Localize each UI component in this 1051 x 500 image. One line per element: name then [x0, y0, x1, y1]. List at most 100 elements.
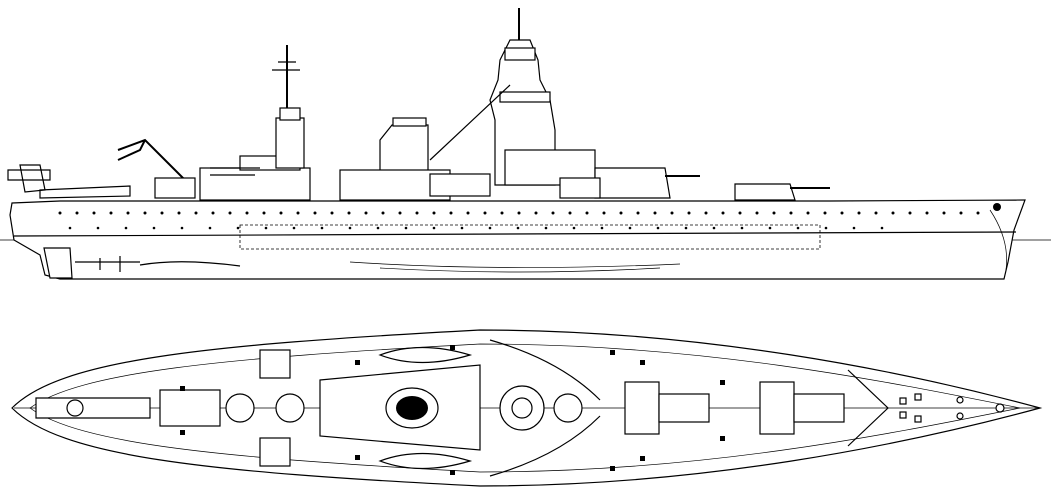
aa-mount-port-aft — [259, 349, 291, 379]
porthole — [180, 226, 184, 230]
funnel-plan — [396, 396, 428, 420]
aft-director-plan — [225, 393, 255, 423]
tower-bridge — [499, 91, 551, 103]
crane-base — [154, 177, 196, 199]
porthole — [313, 211, 317, 215]
porthole — [96, 226, 100, 230]
sweep-arc-port — [489, 339, 601, 401]
porthole — [211, 211, 215, 215]
stern-catapult-pivot — [66, 399, 84, 417]
turret-b-plan — [624, 381, 660, 435]
armor-belt-outline — [239, 224, 821, 250]
aa-mount-starboard-aft — [259, 437, 291, 467]
porthole — [466, 211, 470, 215]
deck-fitting — [450, 470, 455, 475]
bow-breakwater — [847, 369, 889, 447]
porthole — [852, 226, 856, 230]
porthole — [600, 226, 604, 230]
stern-catapult — [7, 169, 51, 181]
aft-aa-gun — [210, 167, 260, 176]
aft-aircraft-frame — [19, 164, 46, 193]
porthole — [264, 226, 268, 230]
porthole-row — [58, 211, 980, 230]
porthole — [483, 211, 487, 215]
porthole — [517, 211, 521, 215]
porthole — [432, 211, 436, 215]
porthole — [460, 226, 464, 230]
porthole — [330, 211, 334, 215]
porthole — [124, 226, 128, 230]
stern-catapult-plan — [35, 397, 151, 419]
boot-topping-line — [13, 231, 1017, 237]
aft-tower — [275, 117, 305, 169]
deck-fitting — [355, 360, 360, 365]
porthole — [656, 226, 660, 230]
sweep-arc-starboard — [489, 415, 601, 477]
porthole — [516, 226, 520, 230]
boat-port — [378, 346, 473, 364]
underwater-hull-line — [349, 261, 681, 268]
funnel-surround — [385, 387, 439, 429]
porthole — [976, 211, 980, 215]
turret-b — [594, 167, 671, 199]
porthole — [602, 211, 606, 215]
deck-fitting — [610, 350, 615, 355]
hawse-hole — [993, 203, 1001, 211]
porthole — [544, 226, 548, 230]
porthole — [959, 211, 963, 215]
porthole — [789, 211, 793, 215]
porthole — [488, 226, 492, 230]
porthole — [152, 226, 156, 230]
porthole — [228, 211, 232, 215]
deck-fitting — [180, 386, 185, 391]
hull-side — [9, 199, 1026, 280]
rangefinder-top — [504, 47, 536, 61]
porthole — [381, 211, 385, 215]
porthole — [177, 211, 181, 215]
anchor-gear — [899, 393, 1005, 423]
deck-fitting — [720, 380, 725, 385]
aft-director — [279, 107, 301, 121]
secondary-mount-1 — [559, 177, 601, 199]
porthole — [619, 211, 623, 215]
deck-fitting — [720, 436, 725, 441]
porthole — [143, 211, 147, 215]
porthole — [551, 211, 555, 215]
porthole — [364, 211, 368, 215]
porthole — [58, 211, 62, 215]
deck-fitting — [180, 430, 185, 435]
porthole — [92, 211, 96, 215]
boat-starboard — [378, 452, 473, 470]
porthole — [415, 211, 419, 215]
deck-fitting — [610, 466, 615, 471]
porthole — [585, 211, 589, 215]
porthole — [376, 226, 380, 230]
porthole — [880, 226, 884, 230]
porthole — [449, 211, 453, 215]
forward-director-plan — [553, 393, 583, 423]
porthole — [721, 211, 725, 215]
porthole — [572, 226, 576, 230]
bilge-keel — [139, 261, 241, 267]
porthole — [687, 211, 691, 215]
aft-mast-yard — [272, 61, 300, 71]
forward-tower — [489, 39, 556, 186]
porthole — [636, 211, 640, 215]
porthole — [768, 226, 772, 230]
porthole — [296, 211, 300, 215]
deck-fittings — [180, 345, 725, 475]
porthole — [236, 226, 240, 230]
porthole — [534, 211, 538, 215]
porthole — [568, 211, 572, 215]
porthole — [194, 211, 198, 215]
aft-superstructure — [199, 167, 311, 201]
porthole — [874, 211, 878, 215]
forward-tower-core — [511, 397, 533, 419]
deck-fitting — [450, 345, 455, 350]
deck-fitting — [355, 455, 360, 460]
porthole — [279, 211, 283, 215]
porthole — [160, 211, 164, 215]
turret-a-plan — [759, 381, 795, 435]
porthole — [208, 226, 212, 230]
